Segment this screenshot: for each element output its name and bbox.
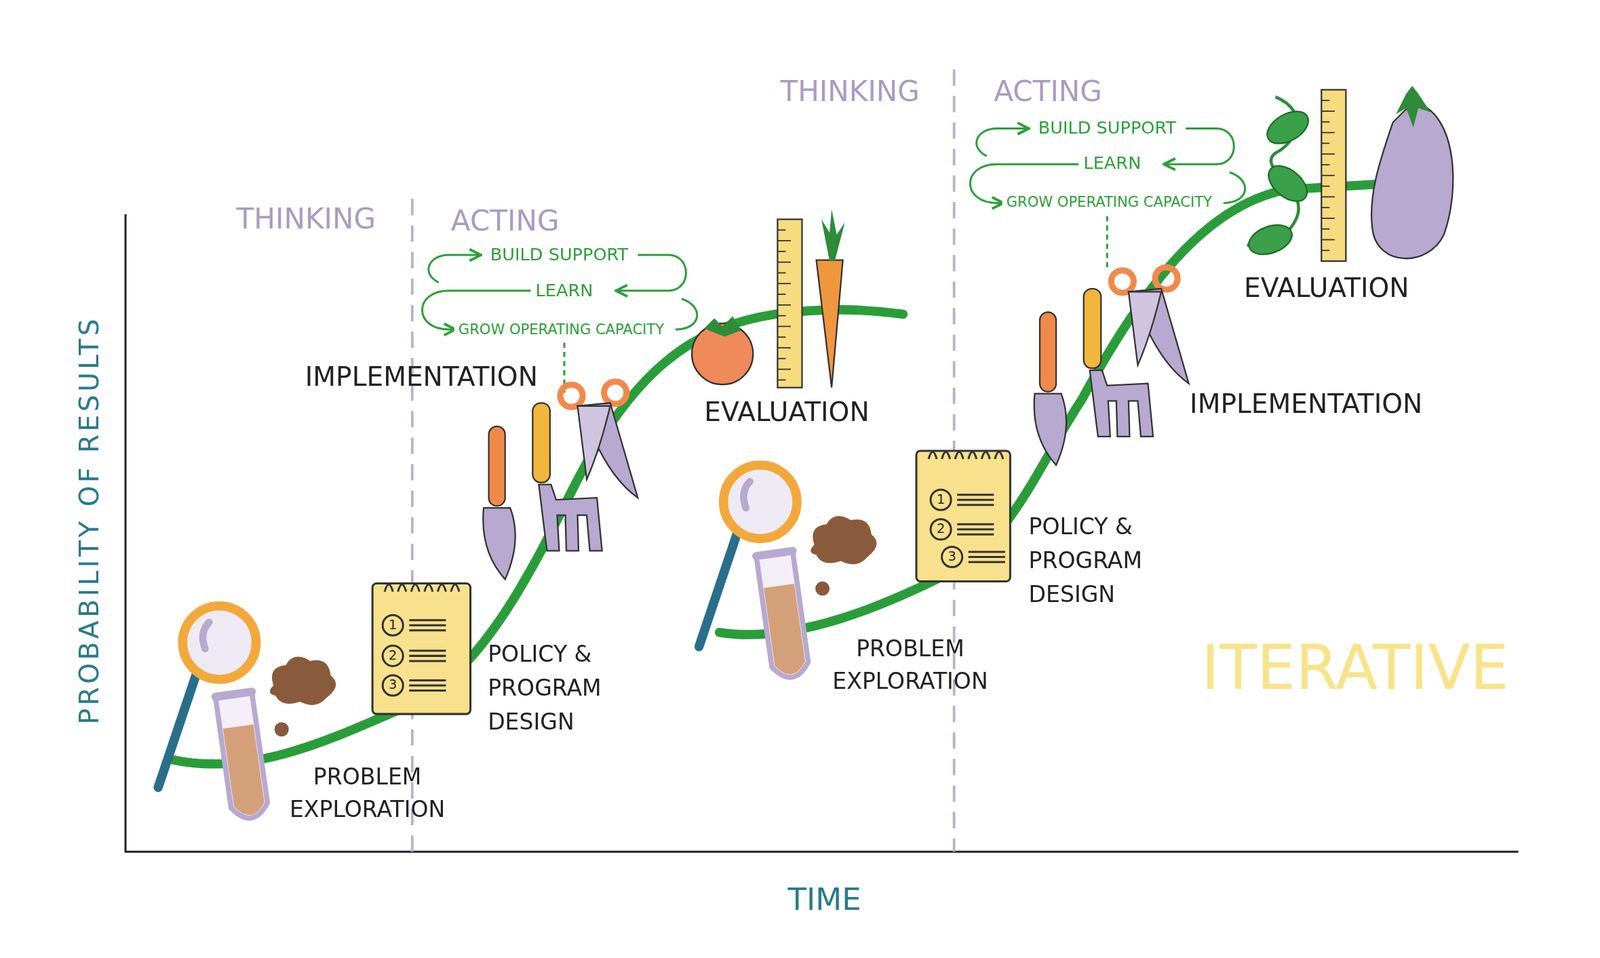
stage-label: POLICY & PROGRAM DESIGN: [487, 637, 677, 739]
harvest: [691, 208, 846, 388]
loop-step: BUILD SUPPORT: [486, 244, 633, 265]
phase-heading: THINKING: [779, 75, 920, 108]
stage-label: EVALUATION: [1243, 273, 1409, 304]
list-number: 3: [388, 678, 397, 694]
loop-step: LEARN: [1079, 153, 1145, 173]
divider: [411, 198, 414, 852]
loop-step: LEARN: [531, 280, 598, 301]
list-number: 1: [936, 492, 945, 508]
list-number: 2: [388, 648, 397, 664]
feedback-loops: [969, 128, 1245, 270]
loop-step: GROW OPERATING CAPACITY: [1002, 193, 1217, 211]
phase-heading: ACTING: [451, 204, 560, 238]
ruler-ticks: [777, 100, 1335, 380]
stage-label: PROBLEM EXPLORATION: [815, 632, 1005, 698]
exploration-tools: [158, 606, 336, 822]
axis-title: PROBABILITY OF RESULTS: [74, 316, 106, 726]
stage-label: IMPLEMENTATION: [1189, 389, 1423, 421]
list-number: 1: [388, 617, 397, 633]
loop-step: BUILD SUPPORT: [1034, 118, 1181, 139]
diagram-tag: ITERATIVE: [1201, 633, 1509, 705]
list-number: 3: [947, 549, 956, 565]
axes: [125, 214, 1519, 852]
phase-heading: THINKING: [236, 202, 377, 236]
phase-heading: ACTING: [993, 75, 1103, 108]
list-number: 2: [936, 522, 945, 538]
garden-tools: [482, 381, 638, 580]
axis-title: TIME: [787, 882, 861, 918]
notepad: [372, 451, 1010, 715]
stage-label: IMPLEMENTATION: [305, 362, 538, 393]
harvest: [1244, 85, 1453, 262]
stage-label: POLICY & PROGRAM DESIGN: [1028, 510, 1218, 612]
loop-step: GROW OPERATING CAPACITY: [454, 321, 669, 338]
stage-label: PROBLEM EXPLORATION: [272, 761, 462, 827]
stage-label: EVALUATION: [704, 398, 869, 429]
